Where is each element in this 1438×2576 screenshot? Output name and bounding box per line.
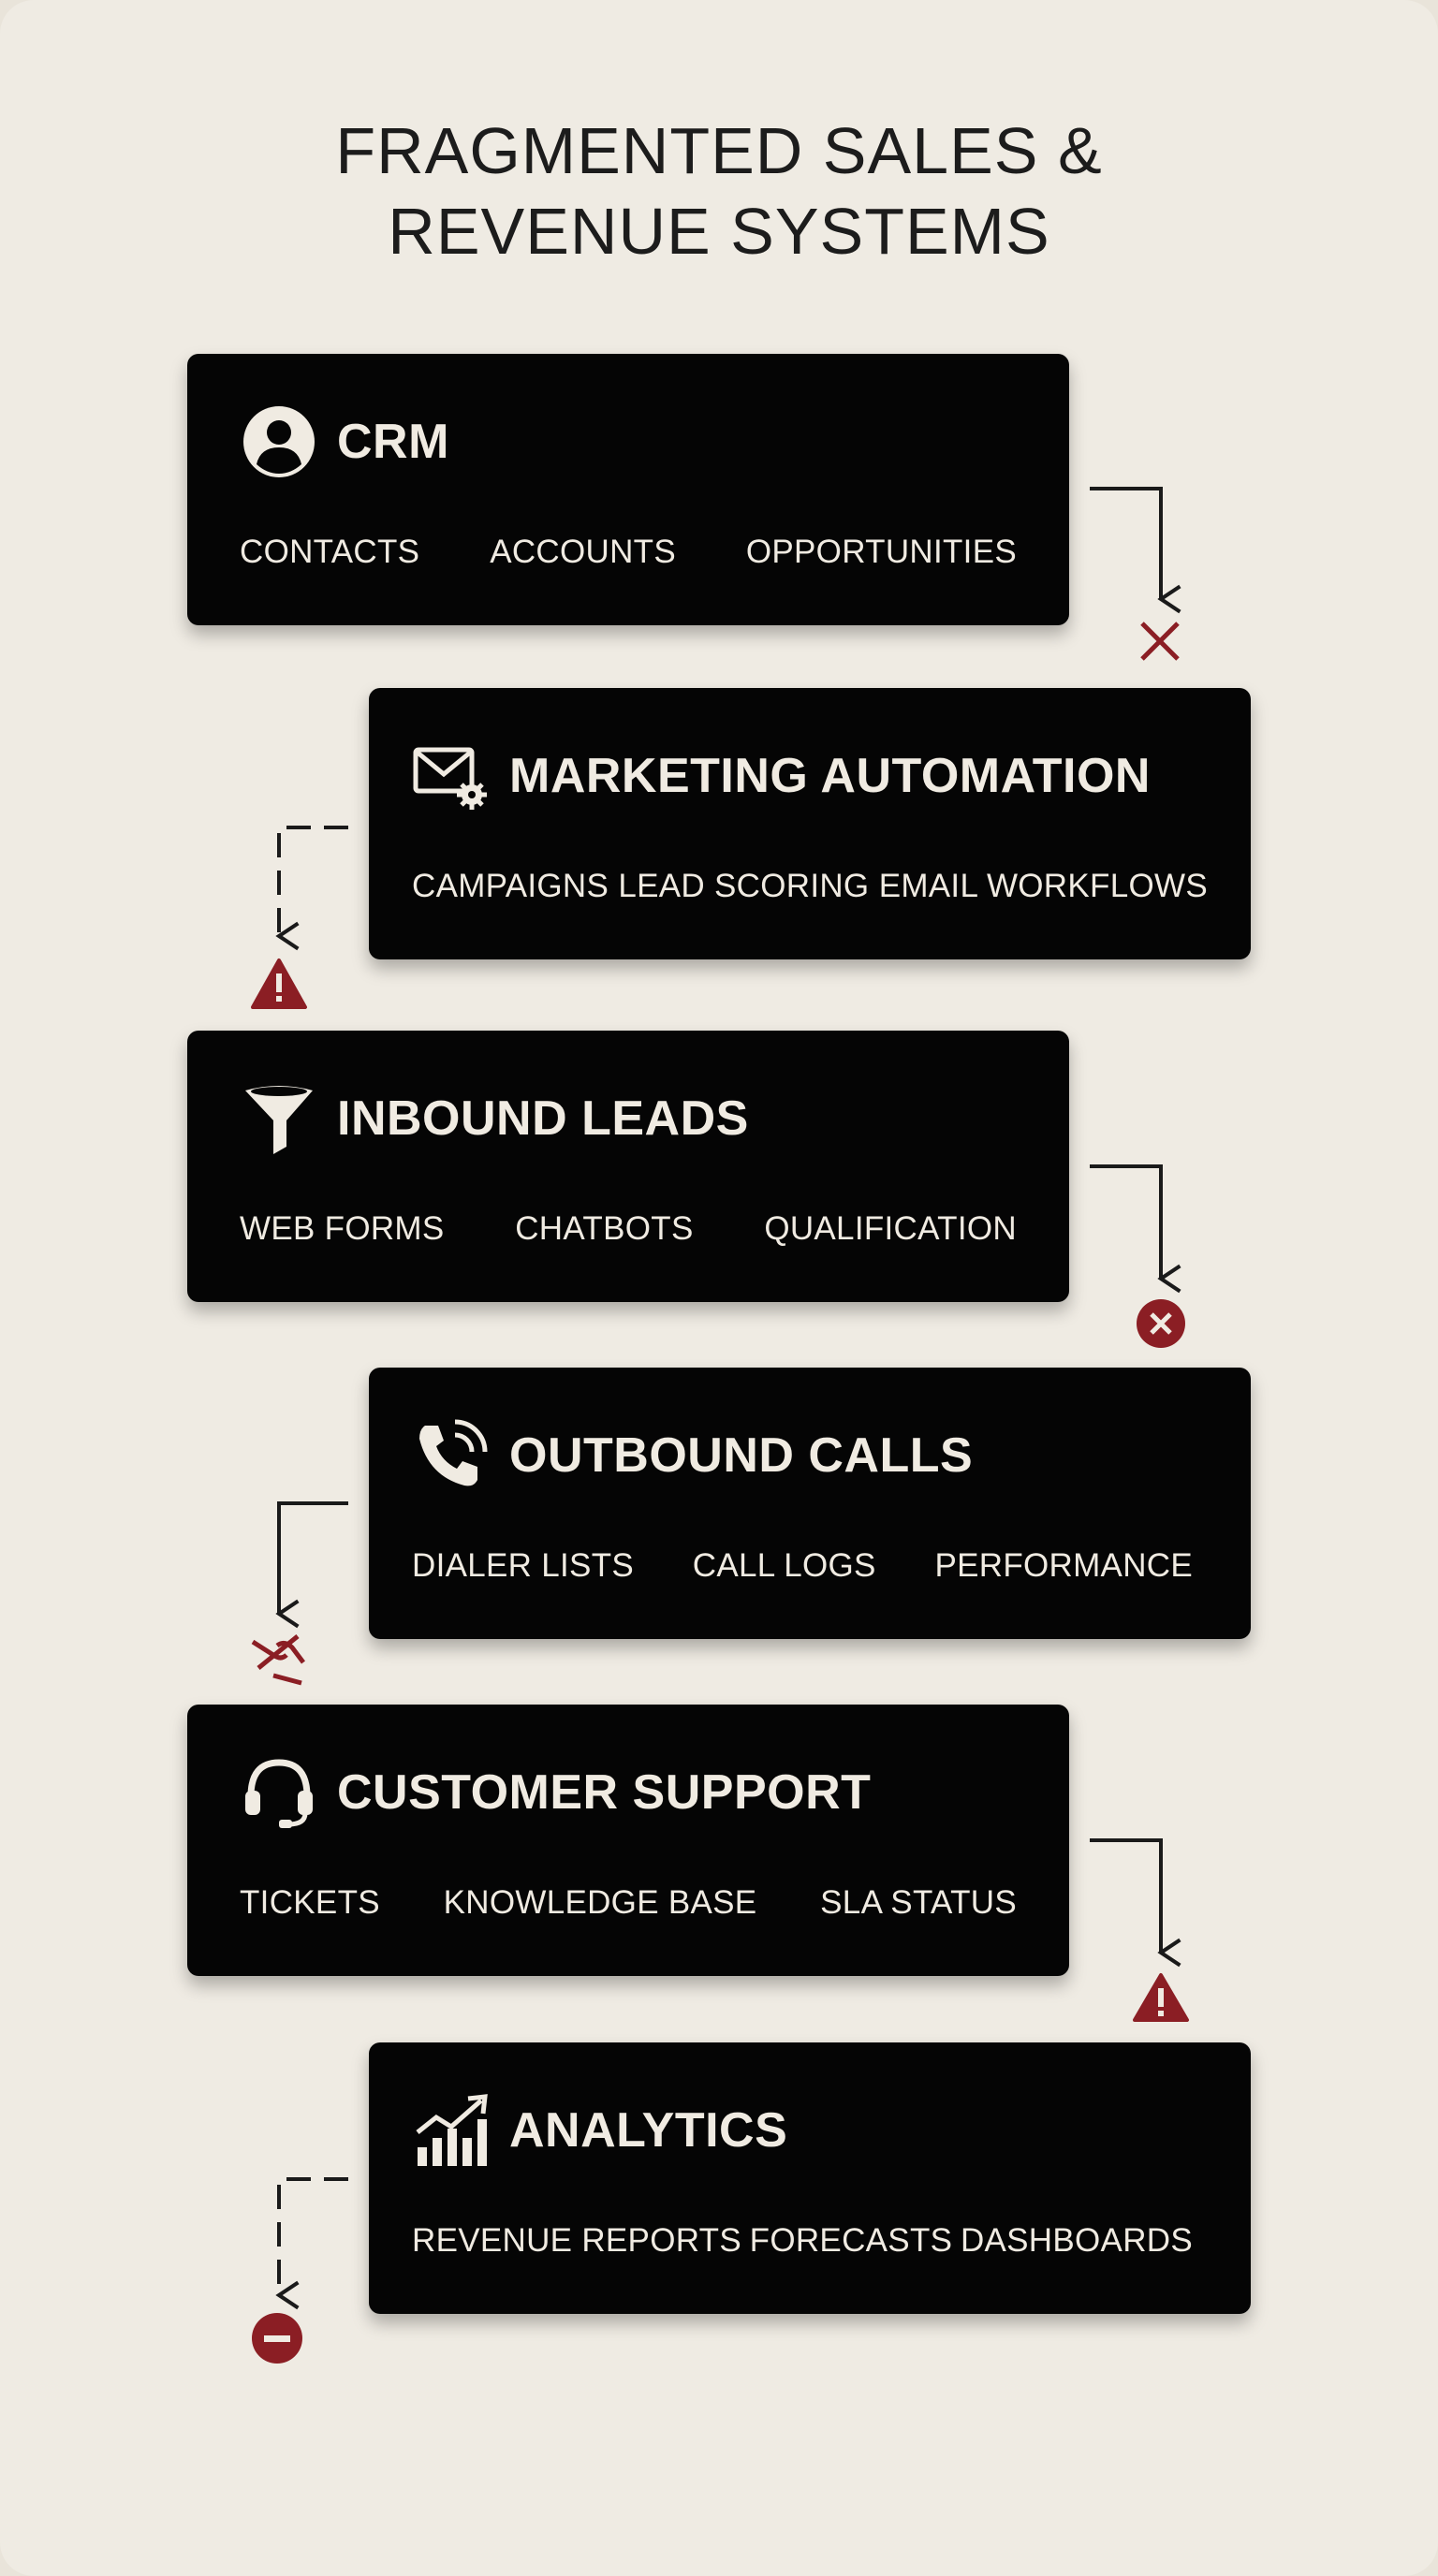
card-title: MARKETING AUTOMATION <box>509 749 1151 803</box>
card-item: KNOWLEDGE BASE <box>443 1884 757 1921</box>
card-item: CAMPAIGNS <box>412 868 609 904</box>
email-gear-icon <box>412 737 491 815</box>
card-title: INBOUND LEADS <box>337 1091 749 1146</box>
card-item: OPPORTUNITIES <box>745 534 1017 570</box>
connector-6 <box>279 2177 348 2295</box>
title-line-1: FRAGMENTED SALES & <box>335 114 1103 187</box>
bar-chart-trend-icon <box>412 2091 491 2170</box>
card-item: REVENUE REPORTS <box>412 2222 741 2259</box>
card-item: WEB FORMS <box>240 1210 445 1247</box>
card-item: CALL LOGS <box>692 1547 876 1584</box>
x-circle-icon <box>1137 1299 1185 1348</box>
system-card-marketing-automation: MARKETING AUTOMATION CAMPAIGNS LEAD SCOR… <box>369 688 1251 959</box>
warning-triangle-icon <box>1133 1973 1189 2022</box>
x-mark-icon <box>1140 622 1180 661</box>
phone-call-icon <box>412 1416 491 1495</box>
connector-1 <box>1090 487 1161 599</box>
card-title: OUTBOUND CALLS <box>509 1428 974 1483</box>
card-item: CHATBOTS <box>515 1210 694 1247</box>
card-item: PERFORMANCE <box>934 1547 1193 1584</box>
card-item: FORECASTS <box>749 2222 953 2259</box>
card-item: DASHBOARDS <box>960 2222 1193 2259</box>
user-circle-icon <box>240 402 318 481</box>
card-item: TICKETS <box>240 1884 380 1921</box>
minus-circle-icon <box>252 2313 302 2364</box>
connector-3 <box>1090 1164 1161 1279</box>
card-item: SLA STATUS <box>820 1884 1017 1921</box>
card-item: ACCOUNTS <box>490 534 676 570</box>
connector-2 <box>279 826 348 936</box>
page-title: FRAGMENTED SALES & REVENUE SYSTEMS <box>0 110 1438 271</box>
system-card-inbound-leads: INBOUND LEADS WEB FORMS CHATBOTS QUALIFI… <box>187 1031 1069 1302</box>
connector-5 <box>1090 1838 1161 1953</box>
card-item: QUALIFICATION <box>764 1210 1017 1247</box>
card-title: ANALYTICS <box>509 2103 788 2158</box>
system-card-customer-support: CUSTOMER SUPPORT TICKETS KNOWLEDGE BASE … <box>187 1705 1069 1976</box>
card-item: EMAIL WORKFLOWS <box>878 868 1208 904</box>
card-title: CRM <box>337 415 449 469</box>
broken-link-icon <box>251 1634 305 1686</box>
card-item: DIALER LISTS <box>412 1547 635 1584</box>
system-card-crm: CRM CONTACTS ACCOUNTS OPPORTUNITIES <box>187 354 1069 625</box>
title-line-2: REVENUE SYSTEMS <box>388 195 1050 268</box>
system-card-outbound-calls: OUTBOUND CALLS DIALER LISTS CALL LOGS PE… <box>369 1368 1251 1639</box>
card-title: CUSTOMER SUPPORT <box>337 1765 872 1820</box>
card-item: LEAD SCORING <box>618 868 870 904</box>
system-card-analytics: ANALYTICS REVENUE REPORTS FORECASTS DASH… <box>369 2042 1251 2314</box>
connector-4 <box>279 1501 348 1614</box>
funnel-icon <box>240 1079 318 1158</box>
warning-triangle-icon <box>251 959 307 1009</box>
card-item: CONTACTS <box>240 534 420 570</box>
headset-icon <box>240 1753 318 1832</box>
